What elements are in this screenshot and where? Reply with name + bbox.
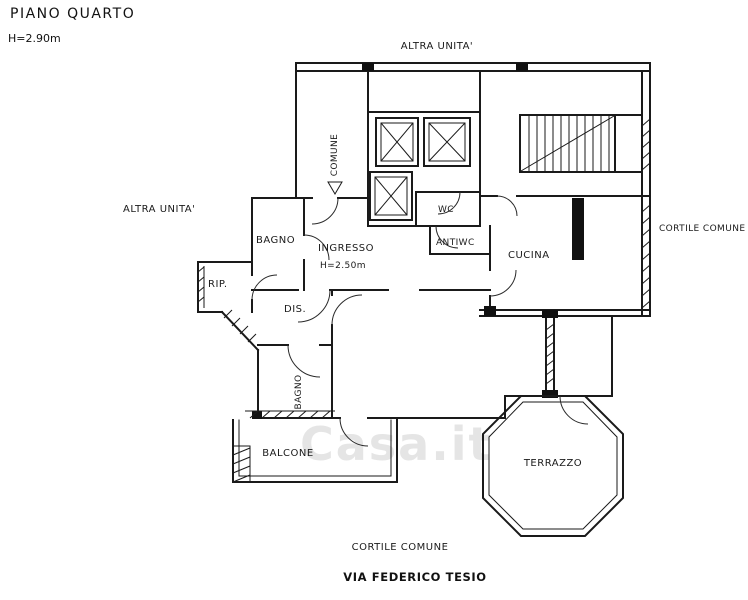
door-arcs xyxy=(251,191,589,447)
label-bagno-lower: BAGNO xyxy=(294,375,304,410)
terrace-parapet xyxy=(482,395,624,537)
elevator-icons xyxy=(369,117,471,221)
ceiling-height-note: H=2.90m xyxy=(8,32,61,45)
label-cortile-comune-bottom: CORTILE COMUNE xyxy=(352,542,449,553)
label-terrazzo: TERRAZZO xyxy=(523,458,582,469)
window-hatching xyxy=(197,118,651,419)
label-ripostiglio: RIP. xyxy=(208,279,228,290)
label-altra-unita-left: ALTRA UNITA' xyxy=(123,204,195,215)
street-name: VIA FEDERICO TESIO xyxy=(343,570,486,584)
staircase xyxy=(520,115,615,172)
label-comune: COMUNE xyxy=(330,134,340,177)
label-disimpegno: DIS. xyxy=(284,304,306,315)
label-bagno-upper: BAGNO xyxy=(256,235,295,246)
label-balcone: BALCONE xyxy=(262,448,313,459)
label-altra-unita-top: ALTRA UNITA' xyxy=(401,41,473,52)
plan-title: PIANO QUARTO xyxy=(10,6,135,22)
label-cortile-comune-right: CORTILE COMUNE xyxy=(659,224,745,234)
direction-arrow-icon xyxy=(327,181,343,195)
label-ingresso-height: H=2.50m xyxy=(320,261,366,271)
balcony-hatch xyxy=(232,445,251,483)
label-wc: WC xyxy=(438,205,454,215)
label-cucina: CUCINA xyxy=(508,250,550,261)
watermark-text: Casa.it xyxy=(300,417,492,471)
label-antiwc: ANTIWC xyxy=(436,238,475,248)
walls xyxy=(197,62,651,419)
label-ingresso: INGRESSO xyxy=(318,243,374,254)
structural-columns xyxy=(252,63,584,419)
